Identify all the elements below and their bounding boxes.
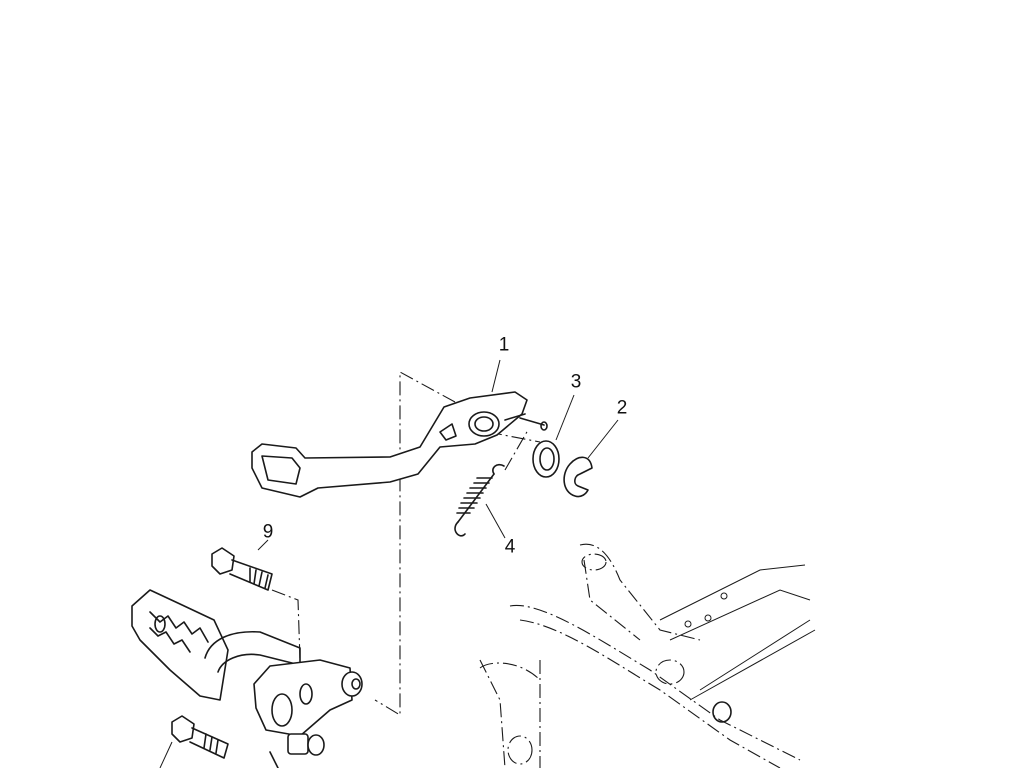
- return-spring-icon: [454, 463, 506, 539]
- frame-outline-icon: [479, 543, 816, 769]
- callout-3: 3: [570, 371, 582, 393]
- callout-9: 9: [262, 521, 274, 543]
- lower-bolt-icon: [159, 715, 229, 769]
- footrest-bracket-icon: [131, 589, 363, 769]
- circlip-icon: [563, 456, 593, 498]
- brake-pedal-lever-icon: [251, 391, 548, 498]
- callout-2: 2: [616, 397, 628, 419]
- washer-icon: [532, 440, 560, 478]
- callout-1: 1: [498, 334, 510, 356]
- leader-lines: [491, 359, 619, 459]
- callout-4: 4: [504, 536, 516, 558]
- flange-bolt-icon: [211, 539, 273, 591]
